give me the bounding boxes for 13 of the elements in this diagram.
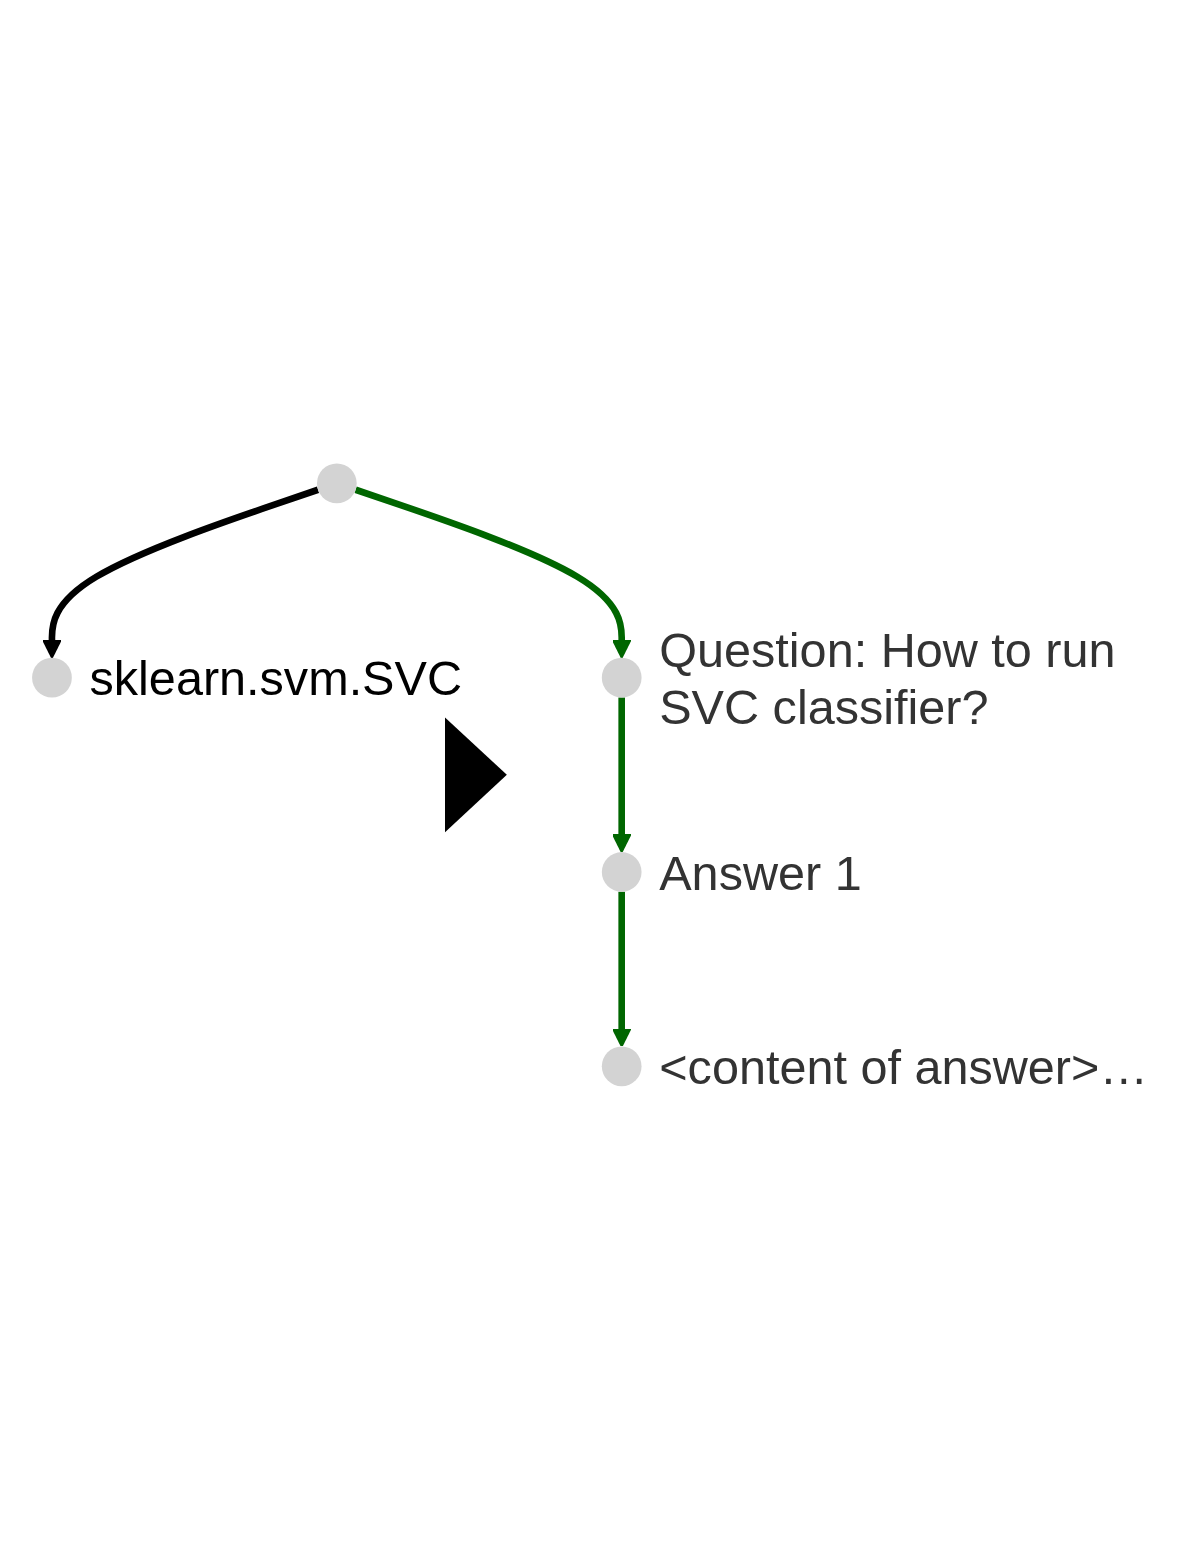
arrow: [354, 486, 632, 659]
arrow: [42, 486, 320, 659]
node-caption: sklearn.svm.SVC: [89, 650, 463, 705]
circle-node: [601, 657, 642, 698]
node-caption: Answer 1: [659, 845, 862, 900]
arrow: [611, 697, 632, 853]
circle-node: [601, 1045, 642, 1086]
node-caption: Question: How to run SVC classifier?: [659, 622, 1116, 734]
circle-node: [601, 851, 642, 892]
arrow: [611, 891, 632, 1047]
circle-node: [32, 657, 72, 698]
node-caption: <content of answer>…: [659, 1039, 1148, 1094]
circle-node: [316, 462, 357, 503]
